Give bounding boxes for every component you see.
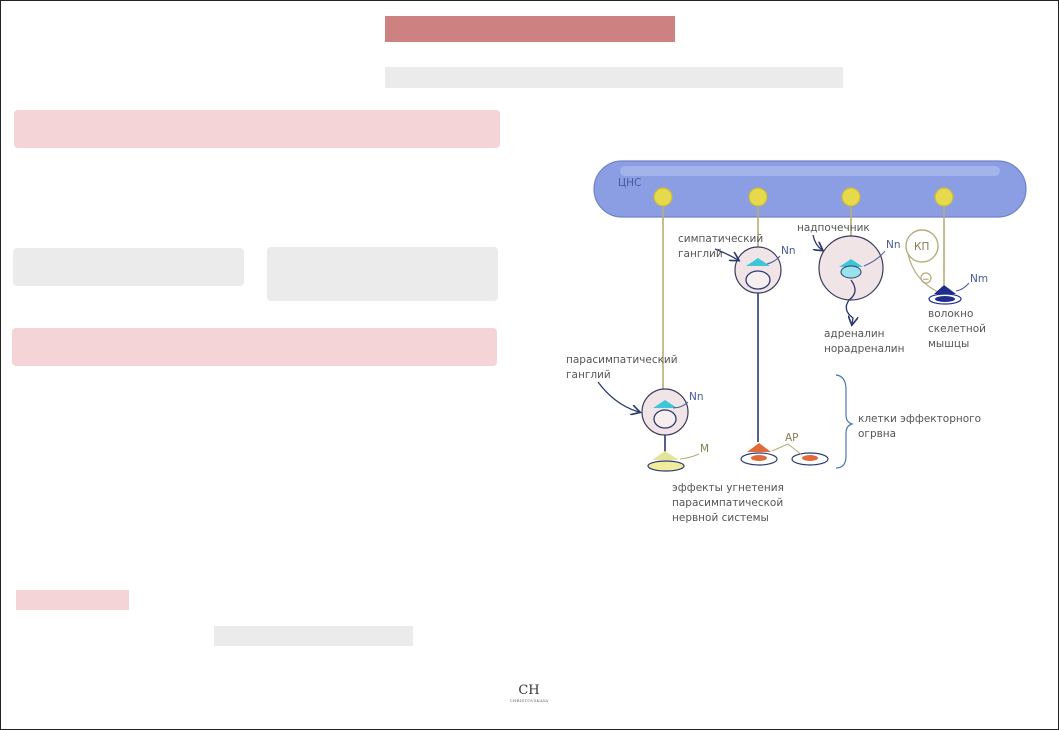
kp-label: КП [914, 241, 929, 253]
effects-label-1: эффекты угнетения [672, 482, 784, 494]
kp-circle [905, 229, 939, 263]
autonomic-nervous-system-diagram: ЦНС Nn симпатический ганглий Nn надпочеч… [560, 150, 1040, 540]
cns-label: ЦНС [618, 177, 641, 189]
receptor-m [652, 451, 679, 460]
section-header-1 [14, 110, 500, 148]
muscle-label-1: волокно [928, 308, 973, 320]
neuron-soma-1 [653, 187, 673, 207]
symp-neuron-body [745, 270, 771, 290]
title-bar [385, 16, 675, 42]
effector-cell-ar-2-core [802, 455, 818, 461]
logo-monogram: CH [518, 683, 540, 698]
effects-label-2: парасимпатической [672, 497, 783, 509]
nn-label-symp: Nn [781, 245, 796, 257]
nn-label-adrenal: Nn [886, 239, 901, 251]
muscle-fiber-core [935, 296, 955, 302]
effector-cell-m [647, 460, 685, 472]
effector-brace [835, 374, 854, 469]
adrenal-label: надпочечник [797, 222, 870, 234]
adrenal-arrow [812, 234, 822, 250]
neuron-soma-2 [748, 187, 768, 207]
adrenal-cell [840, 265, 862, 279]
ar-label: AP [785, 432, 799, 444]
parasymp-ganglion-arrow [597, 381, 639, 412]
neuron-soma-3 [841, 187, 861, 207]
nm-pointer [955, 282, 970, 292]
nn-pointer-symp [766, 255, 781, 265]
receptor-nn-adrenal [839, 259, 863, 267]
info-box-left [13, 248, 244, 286]
effector-label-2: огрвна [858, 428, 896, 440]
effects-label-3: нервной системы [672, 512, 769, 524]
effector-cell-ar-1-core [751, 455, 767, 461]
kp-connector [907, 253, 939, 293]
ar-pointer [771, 443, 803, 456]
info-box-right [267, 247, 498, 301]
receptor-ar-1 [747, 443, 771, 452]
subtitle-bar [385, 67, 843, 88]
hormone-release-arrow [845, 279, 855, 324]
footnote-bar [214, 626, 413, 646]
m-pointer [679, 453, 700, 460]
logo-subtitle: CHRISTOVSKAYA [509, 698, 549, 703]
receptor-nm [934, 285, 956, 294]
minus-label: − [922, 275, 930, 285]
neuron-soma-4 [934, 187, 954, 207]
section-header-2 [12, 328, 497, 366]
inhibition-sign [920, 272, 932, 284]
receptor-nn-parasymp [653, 400, 677, 408]
parasymp-ganglion-label-1: парасимпатический [566, 354, 678, 366]
m-label: M [700, 443, 709, 455]
nn-pointer-adrenal [863, 250, 886, 267]
effector-label-1: клетки эффекторного [858, 413, 981, 425]
parasymp-ganglion-label-2: ганглий [566, 369, 611, 381]
diagram-svg: ЦНС Nn симпатический ганглий Nn надпочеч… [566, 160, 1027, 524]
symp-ganglion-label-2: ганглий [678, 248, 723, 260]
nm-label: Nm [970, 273, 988, 285]
brand-logo: CH CHRISTOVSKAYA [504, 683, 554, 704]
symp-ganglion-label-1: симпатический [678, 233, 763, 245]
symp-ganglion-arrow [714, 248, 738, 260]
muscle-label-3: мышцы [928, 338, 969, 350]
hormones-label-1: адреналин [824, 328, 885, 340]
footnote-tag [16, 590, 129, 610]
nn-label-parasymp: Nn [689, 391, 704, 403]
muscle-label-2: скелетной [928, 323, 986, 335]
receptor-nn-symp [746, 258, 770, 266]
hormones-label-2: норадреналин [824, 343, 904, 355]
nn-pointer-parasymp [672, 401, 689, 409]
cns-highlight [620, 166, 1000, 176]
parasymp-neuron-body [653, 409, 677, 429]
